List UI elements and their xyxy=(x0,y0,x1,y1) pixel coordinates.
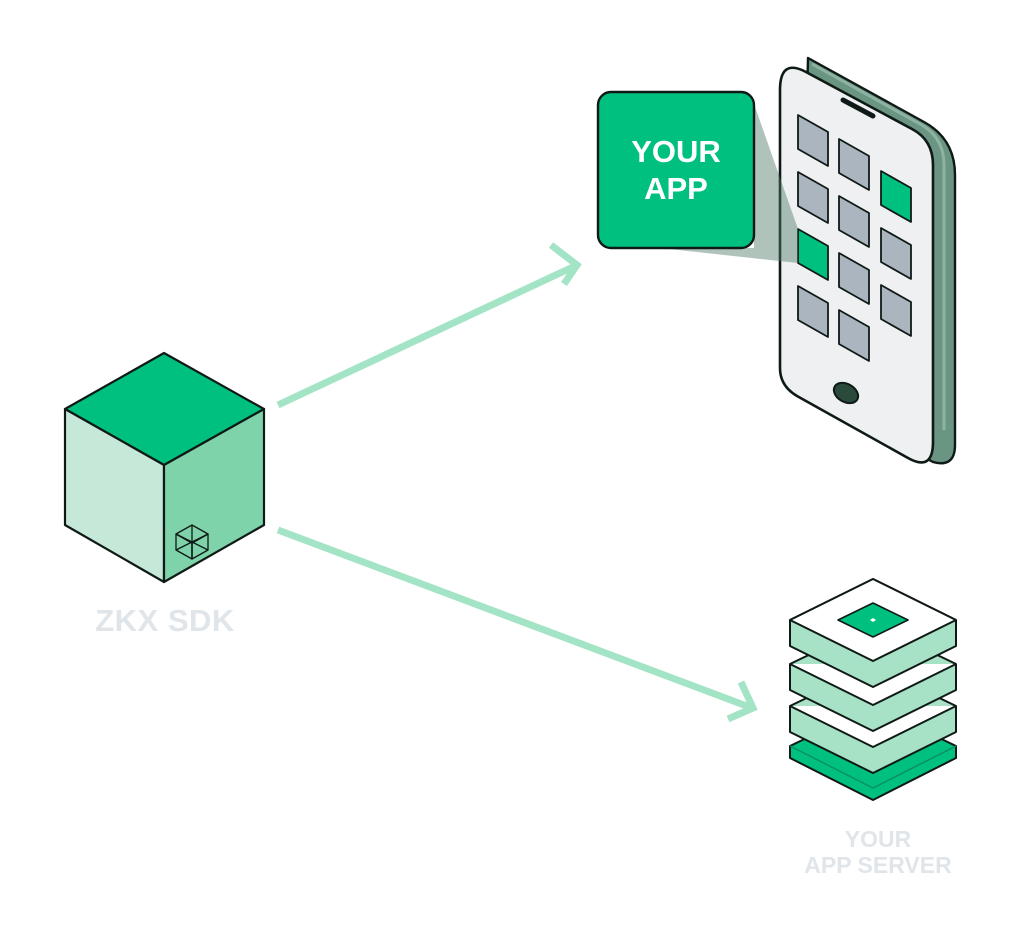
phone-illustration xyxy=(778,56,957,465)
app-icon xyxy=(797,114,829,167)
sdk-label: ZKX SDK xyxy=(95,603,235,638)
sdk-cube-right xyxy=(162,407,266,584)
app-icon-highlighted xyxy=(797,228,829,281)
phone-speaker xyxy=(840,97,876,119)
app-icon xyxy=(797,285,829,338)
your-app-label: YOUR APP xyxy=(598,92,754,248)
your-app-label-line1: YOUR xyxy=(631,133,721,169)
app-icon xyxy=(838,252,870,305)
app-icon xyxy=(880,227,912,280)
server-stack xyxy=(789,578,957,801)
phone-edge-highlight xyxy=(811,62,946,430)
arrow-sdk-to-app xyxy=(276,242,582,409)
app-icon xyxy=(838,195,870,248)
app-icon xyxy=(797,171,829,224)
arrow-sdk-to-server xyxy=(276,526,758,723)
app-icon-grid xyxy=(797,114,912,362)
app-zoom-beam xyxy=(660,104,798,263)
server-label-line2: APP SERVER xyxy=(804,852,952,879)
sdk-cube xyxy=(63,351,266,584)
server-label-line1: YOUR xyxy=(844,826,912,852)
app-icon xyxy=(838,309,870,362)
your-app-label-line2: APP xyxy=(644,171,708,206)
server-chip-dot xyxy=(870,618,876,622)
wireframe-cube-icon xyxy=(175,524,209,560)
app-icon xyxy=(880,170,912,223)
app-icon xyxy=(838,138,870,191)
phone-home-button xyxy=(832,381,860,405)
your-app-callout xyxy=(596,90,756,250)
server-label: YOUR APP SERVER xyxy=(768,826,988,879)
app-icon xyxy=(880,284,912,337)
